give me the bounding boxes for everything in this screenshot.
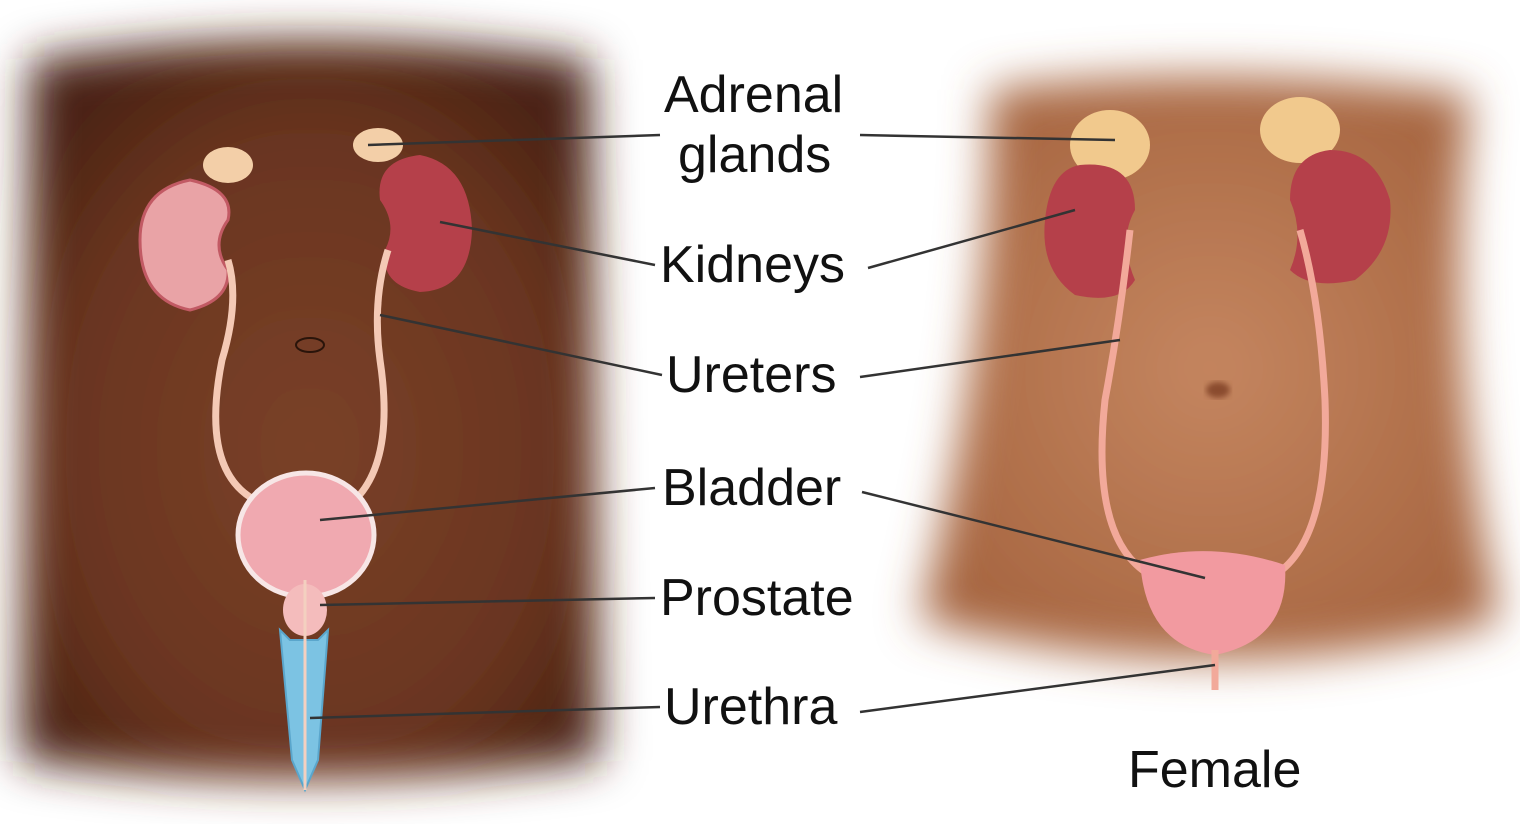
leader-line-ureter-female bbox=[859, 338, 1121, 379]
leader-line-bladder-female bbox=[861, 490, 1206, 580]
kidney-icon bbox=[1044, 164, 1135, 298]
label-bladder: Bladder bbox=[662, 459, 842, 517]
leader-lines bbox=[309, 133, 1216, 720]
label-ureters: Ureters bbox=[666, 346, 837, 404]
label-female: Female bbox=[1128, 741, 1302, 799]
adrenal-gland-icon bbox=[1070, 110, 1150, 180]
bladder-icon bbox=[235, 470, 377, 600]
kidney-icon bbox=[379, 155, 472, 292]
ureter-icon bbox=[352, 248, 392, 503]
ureter-icon bbox=[1273, 229, 1329, 578]
kidney-icon bbox=[1290, 150, 1391, 284]
leader-line-urethra-female bbox=[859, 663, 1216, 714]
male-urinary-organs bbox=[138, 128, 472, 793]
navel bbox=[295, 337, 325, 353]
leader-line-kidney-male bbox=[439, 220, 656, 267]
bladder-icon bbox=[1140, 551, 1286, 655]
label-urethra: Urethra bbox=[664, 678, 838, 736]
label-glands: glands bbox=[678, 126, 832, 184]
female-urinary-organs bbox=[1044, 97, 1391, 690]
leader-line-adrenal-female bbox=[859, 133, 1116, 142]
adrenal-gland-icon bbox=[1260, 97, 1340, 163]
leader-line-kidney-female bbox=[867, 208, 1076, 270]
leader-line-prostate bbox=[319, 596, 656, 607]
kidney-cross-section-icon bbox=[138, 178, 231, 312]
adrenal-gland-icon bbox=[203, 147, 253, 183]
label-kidneys: Kidneys bbox=[660, 236, 845, 294]
ureter-icon bbox=[1098, 229, 1152, 579]
navel bbox=[1206, 382, 1230, 398]
label-prostate: Prostate bbox=[660, 569, 854, 627]
leader-line-ureter-male bbox=[379, 313, 663, 377]
leader-line-bladder-male bbox=[319, 486, 656, 522]
leader-line-adrenal-male bbox=[367, 133, 661, 147]
label-adrenal: Adrenal bbox=[664, 66, 844, 124]
leader-line-urethra-male bbox=[309, 705, 661, 720]
ureter-icon bbox=[212, 258, 257, 504]
